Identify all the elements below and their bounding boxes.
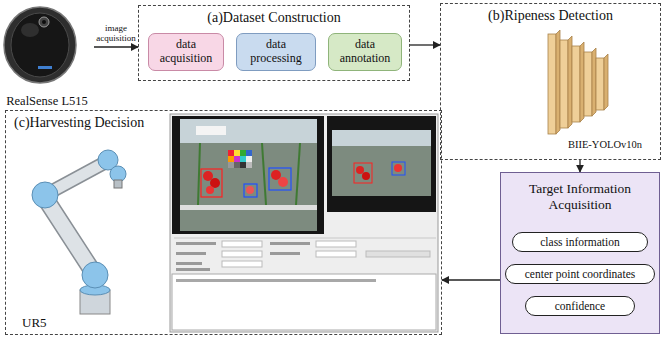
box-text: data acquisition xyxy=(155,38,217,66)
box-text: RealSense L515 xyxy=(6,94,88,108)
dashed-stage-box: (c)Harvesting Decision xyxy=(5,110,442,335)
arrow-connector xyxy=(410,44,440,45)
arrow-connector xyxy=(579,160,580,172)
arrow-connector xyxy=(442,279,500,280)
info-pill: center point coordinates xyxy=(505,264,655,284)
info-pill: confidence xyxy=(525,296,635,316)
dashed-stage-box: (b)Ripeness Detection xyxy=(440,3,661,160)
box-text: confidence xyxy=(555,300,605,312)
robot-arm xyxy=(32,150,126,314)
part-label: UR5 xyxy=(22,315,62,331)
process-box: data processing xyxy=(236,33,316,71)
gui-screenshot xyxy=(170,114,438,332)
box-text: data processing xyxy=(243,38,309,66)
process-box: data annotation xyxy=(328,33,402,71)
box-title: (b)Ripeness Detection xyxy=(441,4,660,24)
edge-label: image acquisition xyxy=(96,24,136,44)
info-box: Target Information Acquisition class info… xyxy=(500,172,660,334)
box-title: (c)Harvesting Decision xyxy=(6,111,441,131)
network-layers xyxy=(548,30,608,134)
lidar-camera xyxy=(4,7,76,83)
dashed-stage-box: (a)Dataset Construction data acquisition d… xyxy=(138,5,410,81)
box-text: data annotation xyxy=(335,38,395,66)
camera-node: RealSense L515 xyxy=(0,4,94,108)
box-title: (a)Dataset Construction xyxy=(139,6,409,26)
part-label: BIIE-YOLOv10n xyxy=(560,139,650,150)
process-box: data acquisition xyxy=(148,33,224,71)
box-title: Target Information Acquisition xyxy=(501,173,659,213)
arrow-connector xyxy=(94,46,138,47)
box-text: class information xyxy=(540,236,620,248)
box-text: center point coordinates xyxy=(525,268,636,280)
info-pill: class information xyxy=(512,232,648,252)
